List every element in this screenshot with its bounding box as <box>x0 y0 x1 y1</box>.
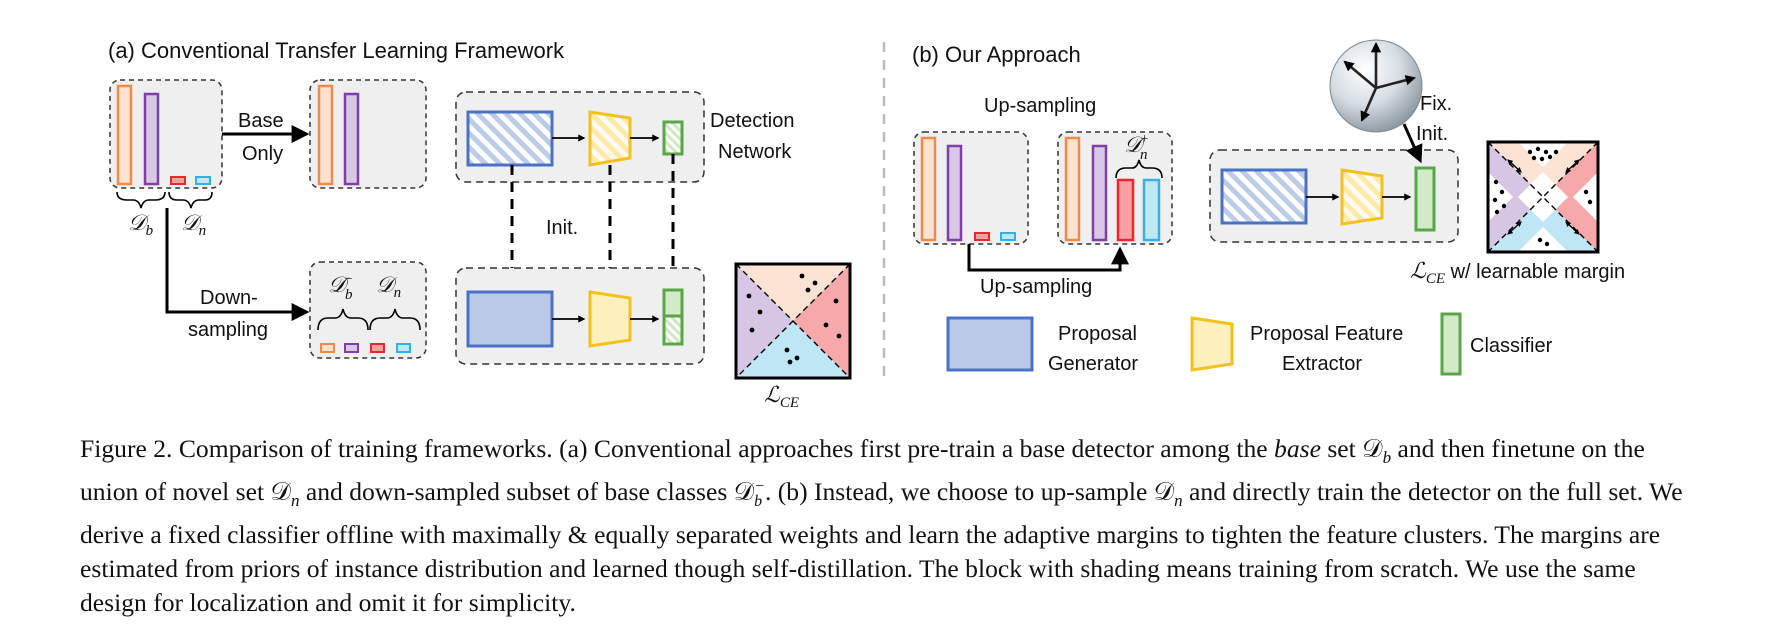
our-proposal-generator <box>1220 168 1308 225</box>
legend-classifier: Classifier <box>1470 335 1553 357</box>
ce-loss-label-b: ℒCE w/ learnable margin <box>1410 258 1625 287</box>
fix-init-arrow <box>1402 123 1423 164</box>
label-dn-plus: 𝒟+n <box>1124 132 1149 163</box>
our-feature-extractor <box>1340 168 1384 226</box>
full-dataset-box <box>109 79 223 189</box>
bar-base-orange <box>116 84 133 186</box>
detection-network-label-2: Network <box>718 141 792 163</box>
bar-b-red <box>974 232 990 241</box>
bar-up-red <box>1116 178 1135 242</box>
base-only-label-1: Base <box>238 110 284 132</box>
legend-proposal-generator-1: Proposal <box>1058 323 1137 345</box>
legend-feature-extractor-1: Proposal Feature <box>1250 323 1403 345</box>
panel-a-title: (a) Conventional Transfer Learning Frame… <box>108 38 565 63</box>
init-label: Init. <box>546 217 578 239</box>
legend-feature-extractor-2: Extractor <box>1282 353 1362 375</box>
feature-extractor-hatched <box>588 110 632 167</box>
base-only-dataset-box <box>309 79 427 189</box>
proposal-generator-pretrained <box>466 290 554 348</box>
classifier-base-part <box>662 288 684 318</box>
classifier-novel-part <box>662 314 684 346</box>
legend-proposal-generator-swatch <box>946 316 1034 372</box>
down-sampled-dataset-box <box>309 261 427 359</box>
brace-dn-2 <box>369 308 421 331</box>
bar-ds-purple <box>344 343 359 353</box>
up-sampling-top-label: Up-sampling <box>984 95 1096 117</box>
bar-b-orange <box>920 136 937 242</box>
label-db: 𝒟b <box>128 210 154 239</box>
bar-up-orange <box>1064 136 1081 242</box>
bar-ds-cyan <box>396 343 411 353</box>
label-dn-2: 𝒟n <box>376 272 401 301</box>
panel-b-title: (b) Our Approach <box>912 42 1081 67</box>
bar-novel-red <box>170 176 186 185</box>
fixed-weights-sphere <box>1329 39 1423 133</box>
dataset-box-b <box>913 131 1029 245</box>
bar-up-purple <box>1091 144 1108 242</box>
base-only-label-2: Only <box>242 143 283 165</box>
bar-novel-cyan <box>195 176 211 185</box>
legend-classifier-swatch <box>1440 312 1462 376</box>
legend-feature-extractor-swatch <box>1190 316 1234 372</box>
down-sampling-arrow <box>165 208 310 321</box>
figure-diagram: (a) Conventional Transfer Learning Frame… <box>108 38 1625 411</box>
brace-db <box>116 191 166 209</box>
up-sampling-bottom-label: Up-sampling <box>980 276 1092 298</box>
figure-caption: Figure 2. Comparison of training framewo… <box>80 434 1683 618</box>
caption-db-minus-script: −b <box>754 478 765 511</box>
legend-proposal-generator-2: Generator <box>1048 353 1138 375</box>
proposal-generator-hatched <box>466 110 554 167</box>
init-label-b: Init. <box>1416 123 1448 145</box>
classifier-hatched <box>662 120 684 156</box>
label-db-minus: 𝒟−b <box>328 272 353 303</box>
bar-ds-orange <box>320 343 335 353</box>
bar-b-purple <box>946 144 963 242</box>
brace-dn <box>168 191 213 209</box>
bar-base-only-orange <box>317 84 334 186</box>
feature-extractor-pretrained <box>588 290 632 348</box>
ce-loss-square-a <box>734 262 852 380</box>
bar-base-purple <box>143 92 160 186</box>
down-sampling-label-1: Down- <box>200 287 258 309</box>
ce-loss-square-b <box>1486 140 1600 254</box>
caption-figure-label: Figure 2. <box>80 434 173 463</box>
label-dn: 𝒟n <box>181 210 206 239</box>
fix-label: Fix. <box>1420 93 1452 115</box>
down-sampling-label-2: sampling <box>188 319 268 341</box>
brace-db-minus <box>317 308 369 331</box>
bar-ds-red <box>370 343 385 353</box>
brace-dn-plus <box>1115 159 1163 179</box>
ce-loss-label-a: ℒCE <box>764 382 799 411</box>
bar-up-cyan <box>1142 178 1161 242</box>
detection-network-label-1: Detection <box>710 110 795 132</box>
our-classifier <box>1414 166 1436 232</box>
bar-b-cyan <box>1000 232 1016 241</box>
bar-base-only-purple <box>343 92 360 186</box>
up-sampling-arrow <box>967 244 1129 272</box>
